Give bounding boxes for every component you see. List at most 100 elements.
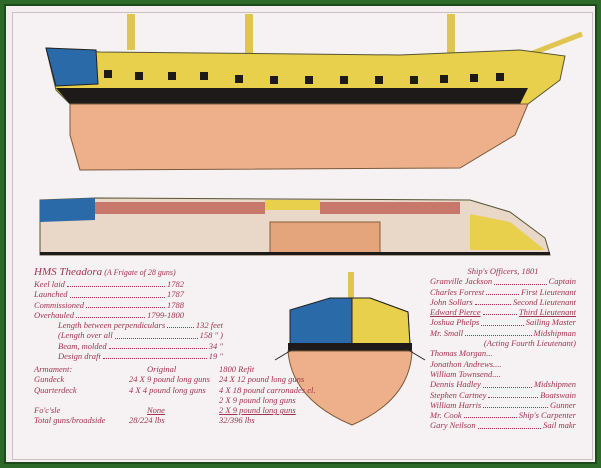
- row-label: Joshua Phelps: [430, 317, 480, 328]
- spec-row: (Length over all 158 " ): [58, 330, 223, 340]
- leader-dots: [108, 348, 207, 350]
- officers-title: Ship's Officers, 1801: [467, 266, 539, 276]
- row-label: John Sollars: [430, 296, 473, 307]
- row-value: Third Lieutenant: [518, 307, 576, 318]
- spec-row: Mr. Small Midshipman: [430, 328, 576, 338]
- row-value: 158 " ): [199, 330, 223, 341]
- leader-dots: [102, 358, 207, 360]
- spec-row: Mr. Cook Ship's Carpenter: [430, 410, 576, 420]
- armament-cell: 2 X 9 pound long guns: [219, 405, 296, 416]
- row-value: 132 feet: [195, 320, 223, 331]
- row-label: (Length over all: [58, 330, 113, 341]
- armament-cell: Gundeck: [34, 374, 65, 385]
- row-label: Edward Pierce: [430, 307, 481, 318]
- row-label: Mr. Small: [430, 327, 464, 338]
- row-value: 1782: [167, 279, 184, 289]
- officers-note: (Acting Fourth Lieutenant): [483, 338, 576, 349]
- spec-row: Granville Jackson Captain: [430, 276, 576, 286]
- row-label: William Harris: [430, 399, 482, 410]
- armament-cell: Quarterdeck: [34, 384, 77, 395]
- spec-row: Gary Neilson Sail makr: [430, 420, 576, 430]
- row-label: Granville Jackson: [430, 276, 493, 287]
- ship-stern-view: [274, 272, 426, 426]
- leader-dots: [477, 427, 542, 429]
- armament-row: Quarterdeck 4 X 4 pound long guns 4 X 18 p…: [34, 384, 315, 395]
- row-value: 1799-1800: [147, 309, 184, 320]
- row-label: Charles Forrest: [430, 286, 485, 297]
- spec-row: Keel laid 1782: [34, 279, 184, 289]
- armament-cell: 28/224 lbs: [129, 415, 165, 426]
- armament-cell: 32/396 lbs: [219, 415, 255, 426]
- officer-name: Thomas Morgan...: [430, 348, 493, 359]
- leader-dots: [486, 293, 519, 295]
- leader-dots: [482, 386, 532, 388]
- spec-row: Length between perpendiculars 132 feet: [58, 320, 223, 330]
- armament-cell: None: [147, 405, 165, 416]
- row-value: 1787: [167, 289, 184, 300]
- row-value: 19 ": [208, 351, 223, 362]
- row-value: 34 ": [208, 340, 223, 351]
- leader-dots: [481, 324, 524, 326]
- row-label: Mr. Cook: [430, 410, 462, 421]
- row-label: Dennis Hadley: [430, 379, 481, 390]
- row-value: Gunner: [550, 399, 576, 410]
- leader-dots: [465, 335, 532, 337]
- armament-cell: 4 X 18 pound carronades el.: [219, 384, 316, 395]
- row-value: Midshipman: [533, 327, 577, 338]
- row-value: 1788: [167, 299, 184, 310]
- row-label: Gary Neilson: [430, 420, 476, 431]
- leader-dots: [69, 296, 165, 298]
- spec-row: Dennis Hadley Midshipmen: [430, 379, 576, 389]
- leader-dots: [494, 283, 547, 285]
- row-value: Captain: [548, 276, 576, 287]
- mainmast-stump: [245, 14, 253, 56]
- spec-row: Design draft 19 ": [58, 351, 223, 361]
- armament-row: Fo'c'sle None 2 X 9 pound long guns: [34, 405, 304, 415]
- row-label: Stephen Cartney: [430, 389, 487, 400]
- armament-cell: Original: [147, 364, 177, 374]
- row-value: Sail makr: [543, 420, 576, 431]
- leader-dots: [167, 327, 194, 329]
- armament-cell: 24 X 12 pound long guns: [219, 374, 305, 385]
- spec-row: Joshua Phelps Sailing Master: [430, 317, 576, 327]
- mizzenmast-stump: [447, 14, 455, 54]
- spec-row: William Harris Gunner: [430, 400, 576, 410]
- leader-dots: [483, 407, 549, 409]
- armament-cell: 4 X 4 pound long guns: [129, 384, 206, 395]
- row-value: Sailing Master: [525, 317, 576, 328]
- ship-title: HMS Theadora (A Frigate of 28 guns): [34, 266, 223, 279]
- leader-dots: [75, 317, 146, 319]
- officer-name: Jonathon Andrews....: [430, 358, 502, 369]
- row-label: Keel laid: [34, 279, 65, 289]
- armament-cell: Fo'c'sle: [34, 405, 61, 416]
- leader-dots: [474, 304, 511, 306]
- row-value: Second Lieutenant: [512, 296, 576, 307]
- ship-deck-cutaway: [39, 197, 551, 256]
- spec-row: Charles Forrest First Lieutenant: [430, 287, 576, 297]
- row-label: Beam, molded: [58, 340, 107, 351]
- row-value: Ship's Carpenter: [518, 410, 576, 421]
- spec-row: Edward Pierce Third Lieutenant: [430, 307, 576, 317]
- row-label: Overhauled: [34, 309, 74, 320]
- row-label: Length between perpendiculars: [58, 320, 166, 331]
- row-value: First Lieutenant: [520, 286, 576, 297]
- row-label: Design draft: [58, 351, 101, 362]
- ship-class: (A Frigate of 28 guns): [104, 268, 176, 277]
- spec-row: John Sollars Second Lieutenant: [430, 297, 576, 307]
- row-label: Commissioned: [34, 299, 85, 310]
- row-value: Midshipmen: [533, 379, 576, 390]
- foremast-stump: [127, 14, 135, 50]
- specs-block: HMS Theadora (A Frigate of 28 guns) Keel…: [34, 266, 223, 361]
- armament-cell: 2 X 9 pound long guns: [219, 394, 296, 405]
- leader-dots: [482, 314, 517, 316]
- spec-row: Beam, molded 34 ": [58, 341, 223, 351]
